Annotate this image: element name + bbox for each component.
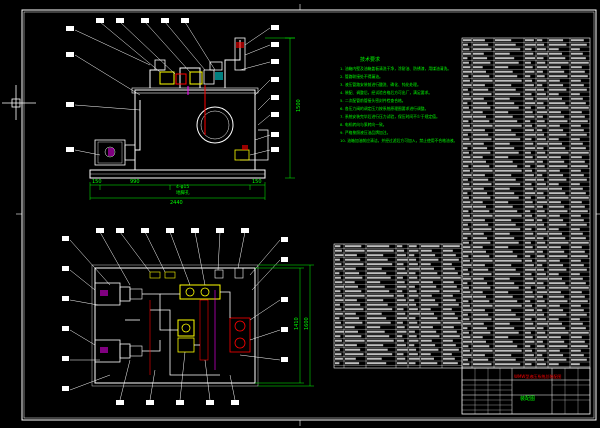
dim-base-note: 4-φ15 — [176, 184, 189, 190]
notes-heading: 技术要求 — [360, 56, 380, 63]
note-line-9: 9. 严格按照液压油品牌加注。 — [340, 130, 390, 135]
drawing-frame-outer — [21, 9, 597, 421]
dim-height-plan-b: 1600 — [304, 317, 310, 330]
technical-notes: 技术要求 1. 油箱内壁及油箱盖板清洗干净，涂耐油、防锈漆，用煤油清洗。 2. … — [340, 56, 457, 143]
note-line-6: 6. 各压力阀的调定压力按系统原理图要求进行调整。 — [340, 106, 428, 111]
drawing-frame-inner — [23, 11, 595, 419]
dim-right-offset: 150 — [252, 179, 262, 185]
parts-list-table-upper — [461, 37, 591, 369]
note-line-7: 7. 系统安装完毕后进行压力试验，保压时间不少于规定值。 — [340, 114, 440, 119]
dim-left-offset: 150 — [92, 179, 102, 185]
dim-height-plan-a: 1410 — [294, 317, 300, 330]
frame-tick-marks — [16, 4, 600, 426]
crosshair-cursor-icon — [2, 85, 36, 120]
dim-base-note-2: 地脚孔 — [176, 189, 190, 196]
dim-mid-span: 990 — [130, 179, 140, 185]
note-line-1: 1. 油箱内壁及油箱盖板清洗干净，涂耐油、防锈漆，用煤油清洗。 — [340, 66, 451, 71]
dim-width-top: 2440 — [170, 200, 183, 206]
parts-list-table-lower — [333, 243, 463, 369]
plan-view — [62, 228, 314, 405]
dim-height-side: 1500 — [296, 99, 302, 112]
drawing-title: WMW型液压系统总装配图 — [514, 373, 561, 379]
title-block — [461, 367, 591, 415]
drawing-name: 装配图 — [520, 395, 535, 402]
note-line-4: 4. 装配、调整后，经试验合格后方可出厂，满足要求。 — [340, 90, 432, 95]
note-line-2: 2. 管路联接处不得漏油。 — [340, 74, 383, 79]
note-line-5: 5. 二次配管前管接头密封件检查合格。 — [340, 98, 406, 103]
note-line-10: 10. 油箱加油前应清洁，并经过滤后方可加入，禁止使用不合格油液。 — [340, 138, 457, 143]
note-line-8: 8. 电机转向与泵转向一致。 — [340, 122, 387, 127]
front-elevation-view — [66, 18, 295, 200]
note-line-3: 3. 液压管路安装前进行酸洗、磷化、钝化处理。 — [340, 82, 421, 87]
